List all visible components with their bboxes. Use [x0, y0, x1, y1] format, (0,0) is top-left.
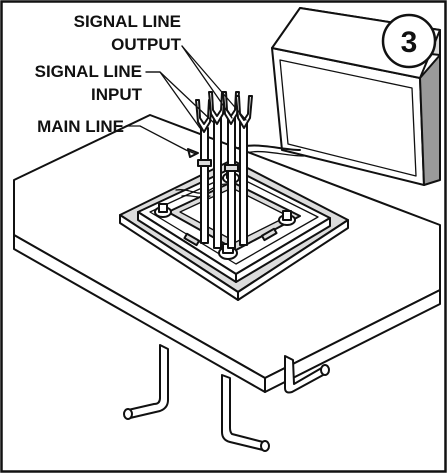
label-main-line: MAIN LINE	[37, 117, 124, 136]
table-leg-2	[221, 374, 270, 452]
extra-tube	[239, 119, 248, 246]
fitting-4	[235, 95, 253, 129]
leader-output-2	[181, 45, 247, 121]
leader-input-2	[145, 71, 201, 129]
labels: SIGNAL LINE OUTPUT SIGNAL LINE INPUT MAI…	[35, 12, 182, 136]
bolt-right	[278, 210, 296, 226]
leader-lines	[125, 45, 247, 158]
signal-input-tube	[213, 117, 222, 249]
step-number-badge: 3	[381, 13, 437, 69]
label-signal-input-line1: SIGNAL LINE	[35, 62, 142, 81]
table-leg-3	[284, 355, 330, 394]
signal-output-tube	[227, 117, 236, 249]
bolt-left	[154, 203, 172, 218]
step-number: 3	[401, 26, 418, 59]
lines-bundle	[195, 91, 253, 249]
label-signal-output-line2: OUTPUT	[111, 35, 182, 54]
fitting-3	[222, 91, 240, 125]
table-leg-1	[123, 344, 169, 420]
main-line-tube	[200, 127, 209, 244]
leader-output-1	[181, 45, 233, 119]
label-signal-output-line1: SIGNAL LINE	[74, 12, 181, 31]
leader-main-line	[125, 125, 197, 155]
label-signal-input-line2: INPUT	[91, 85, 143, 104]
